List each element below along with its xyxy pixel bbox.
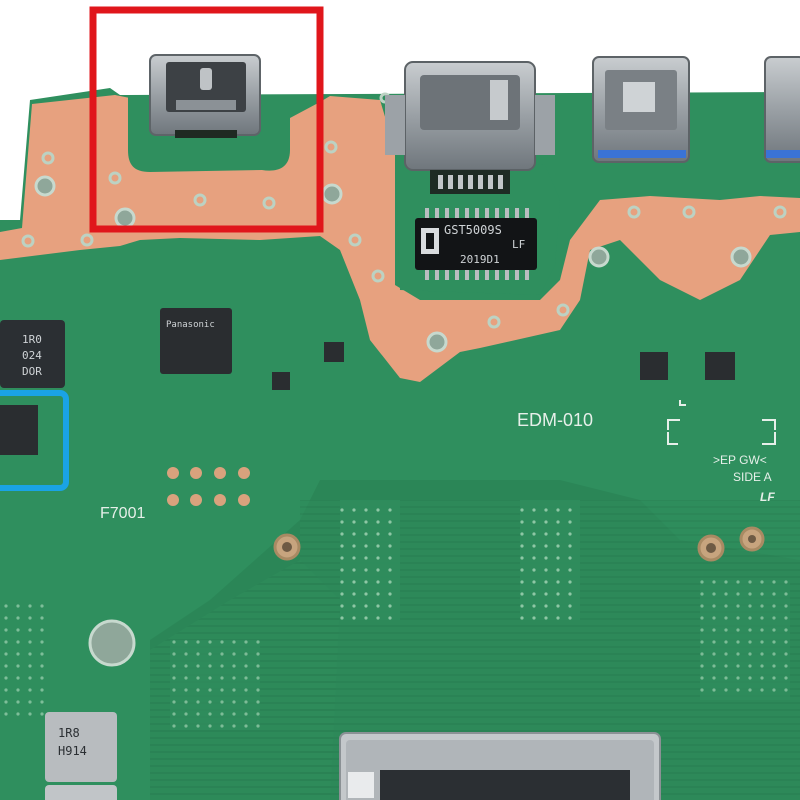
copper-zone — [0, 95, 800, 382]
inductor-top-line3: DOR — [22, 365, 42, 378]
marker-label-line2: SIDE A — [733, 470, 772, 484]
inductor-top-line1: 1R0 — [22, 333, 42, 346]
board-code-label: EDM-010 — [517, 410, 594, 430]
bridge-chip-line3: 2019D1 — [460, 253, 500, 266]
lead-free-logo: LF — [760, 490, 775, 504]
inductor-bottom-line2: H914 — [58, 744, 87, 758]
highlight-box-blue — [0, 390, 69, 491]
panasonic-chip-label: Panasonic — [166, 320, 215, 330]
highlight-box-red — [89, 6, 324, 233]
inductor-bottom-line1: 1R8 — [58, 726, 80, 740]
ref-designator-label: F7001 — [100, 505, 146, 522]
bridge-chip-line1: GST5009S — [444, 223, 502, 237]
marker-label-line1: >EP GW< — [713, 453, 767, 467]
bridge-chip-line2: LF — [512, 238, 526, 251]
inductor-top-line2: 024 — [22, 349, 42, 362]
